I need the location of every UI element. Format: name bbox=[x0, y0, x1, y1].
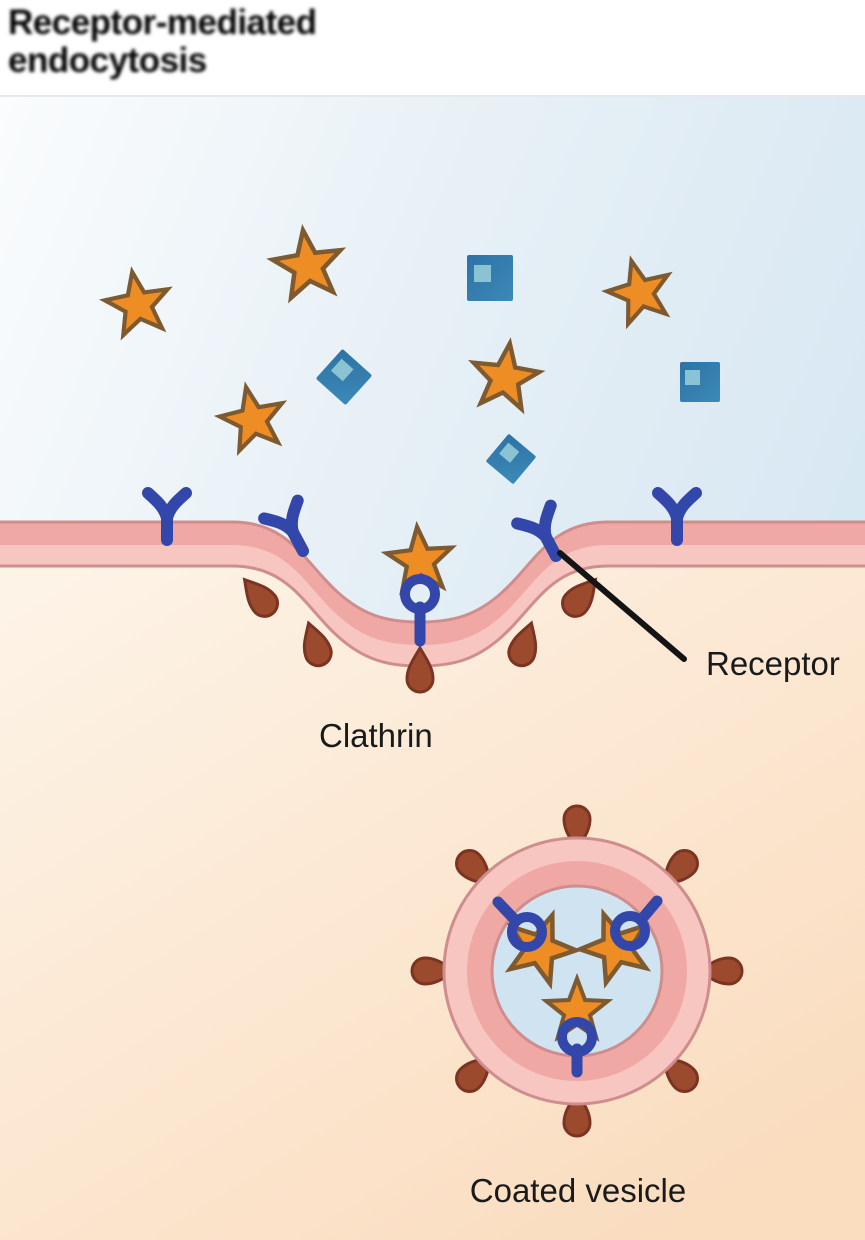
figure-title: Receptor-mediated endocytosis bbox=[0, 0, 865, 97]
vesicle-receptor-ring bbox=[610, 911, 650, 951]
cargo-square bbox=[467, 255, 513, 301]
receptor-pointer-line bbox=[557, 550, 687, 662]
cargo-diamond bbox=[486, 434, 536, 484]
bound-receptor-complex bbox=[385, 524, 455, 647]
vesicle-receptor-ring bbox=[557, 1017, 597, 1057]
vesicle-receptor-ring bbox=[507, 912, 547, 952]
cargo-diamond bbox=[316, 349, 372, 405]
coated-vesicle bbox=[410, 804, 744, 1138]
membrane-inner-leaflet bbox=[0, 522, 865, 666]
bound-receptor-ring bbox=[400, 574, 440, 614]
coated-vesicle-label: Coated vesicle bbox=[469, 1172, 687, 1209]
figure-title-line1: Receptor-mediated bbox=[8, 3, 317, 42]
cargo-square bbox=[680, 362, 720, 402]
clathrin-label: Clathrin bbox=[319, 717, 433, 754]
membrane-outer-leaflet bbox=[0, 522, 865, 645]
vesicle-cargo bbox=[492, 895, 663, 1078]
figure-title-line2: endocytosis bbox=[8, 41, 207, 80]
receptor-label: Receptor bbox=[706, 645, 840, 682]
vesicle-lumen bbox=[490, 884, 664, 1058]
